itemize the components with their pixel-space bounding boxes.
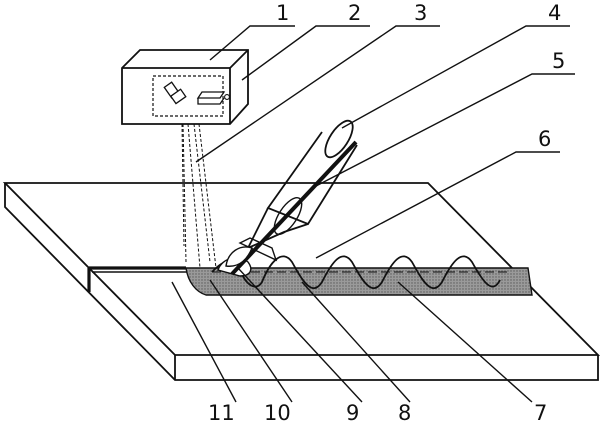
label-11: 11 xyxy=(208,401,235,425)
label-5: 5 xyxy=(552,49,565,73)
label-7: 7 xyxy=(534,401,547,425)
laser-beam xyxy=(181,123,217,269)
scanner-window xyxy=(152,75,224,117)
workpiece-plate xyxy=(2,182,600,381)
label-8: 8 xyxy=(398,401,411,425)
label-6: 6 xyxy=(538,127,551,151)
label-2: 2 xyxy=(348,1,361,25)
camera-module-icon xyxy=(196,91,230,105)
label-9: 9 xyxy=(346,401,359,425)
leader-lines xyxy=(171,25,575,403)
label-10: 10 xyxy=(264,401,291,425)
laser-generator-box-icon xyxy=(121,49,249,125)
filler-wire xyxy=(230,140,358,276)
label-4: 4 xyxy=(548,1,561,25)
label-3: 3 xyxy=(414,1,427,25)
scanner-optics-icon xyxy=(163,81,187,105)
label-1: 1 xyxy=(276,1,289,25)
number-labels: 1 2 3 4 5 6 7 8 9 10 11 xyxy=(208,1,565,425)
arc-cone xyxy=(225,246,253,267)
welding-torch-icon xyxy=(225,119,358,276)
